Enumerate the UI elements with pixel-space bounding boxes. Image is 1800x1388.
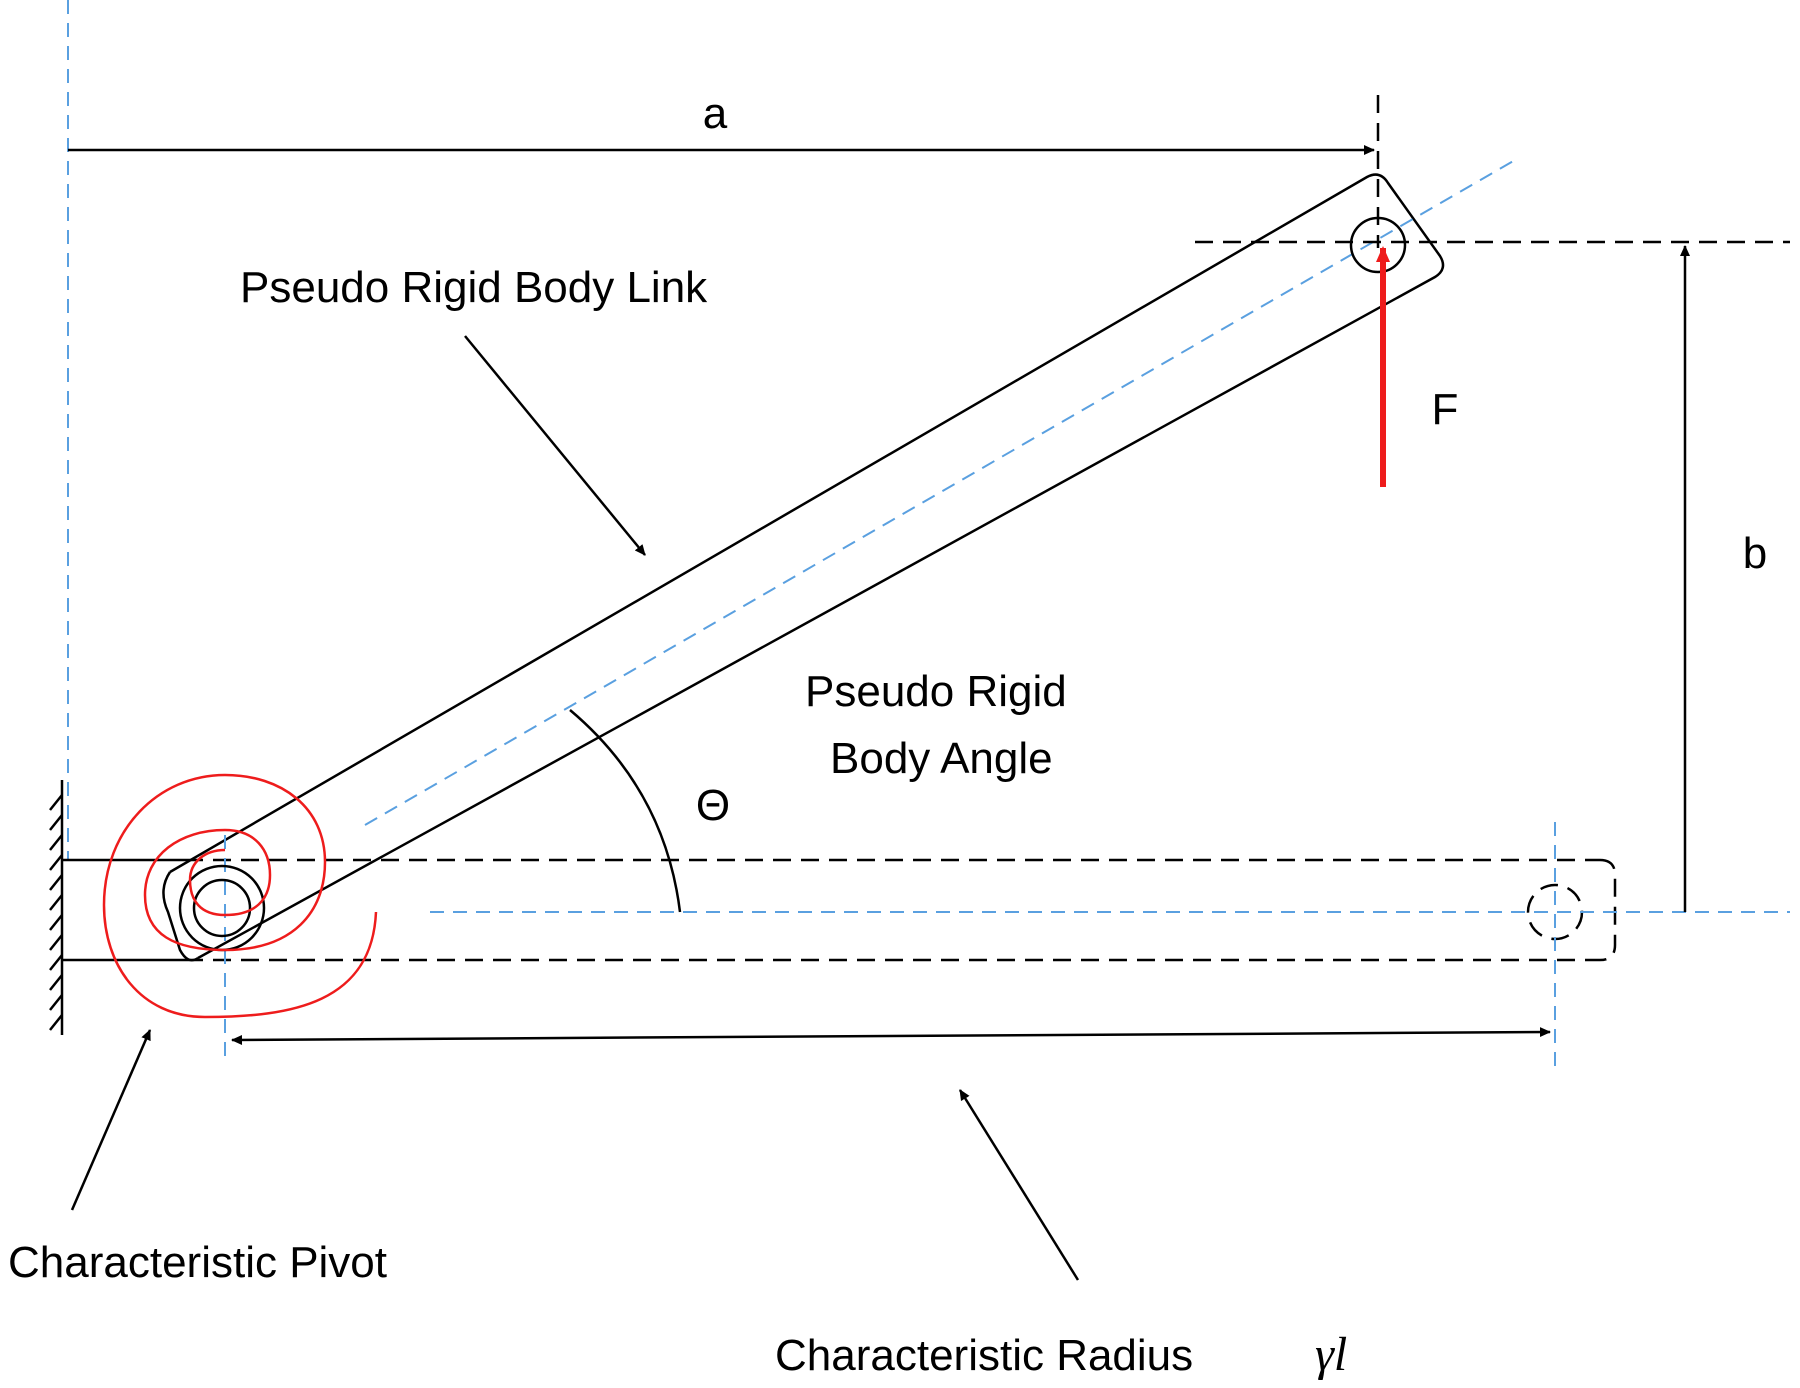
link-leader — [464, 335, 646, 556]
pivot-label: Characteristic Pivot — [8, 1238, 387, 1287]
theta-label: Θ — [696, 781, 730, 830]
angle-theta: Θ — [569, 709, 730, 913]
angle-label-line2: Body Angle — [830, 734, 1053, 783]
dimension-a-label: a — [703, 89, 728, 138]
dimension-a: a — [68, 89, 1375, 155]
undeformed-beam — [62, 822, 1617, 1070]
characteristic-radius-dimension — [231, 1027, 1551, 1045]
force-vector: F — [1376, 246, 1459, 487]
radius-symbol: γl — [1315, 1328, 1347, 1381]
fixed-wall — [49, 780, 64, 1035]
pseudo-rigid-body-link — [162, 95, 1516, 962]
radius-leader — [958, 1089, 1080, 1281]
dimension-b-label: b — [1743, 529, 1767, 578]
pivot-leader — [70, 1029, 152, 1211]
dimension-b: b — [1195, 240, 1790, 912]
torsional-spring — [102, 773, 378, 1019]
link-label: Pseudo Rigid Body Link — [240, 263, 708, 312]
angle-label-line1: Pseudo Rigid — [805, 667, 1067, 716]
force-label: F — [1432, 385, 1459, 434]
radius-label: Characteristic Radius — [775, 1331, 1193, 1380]
